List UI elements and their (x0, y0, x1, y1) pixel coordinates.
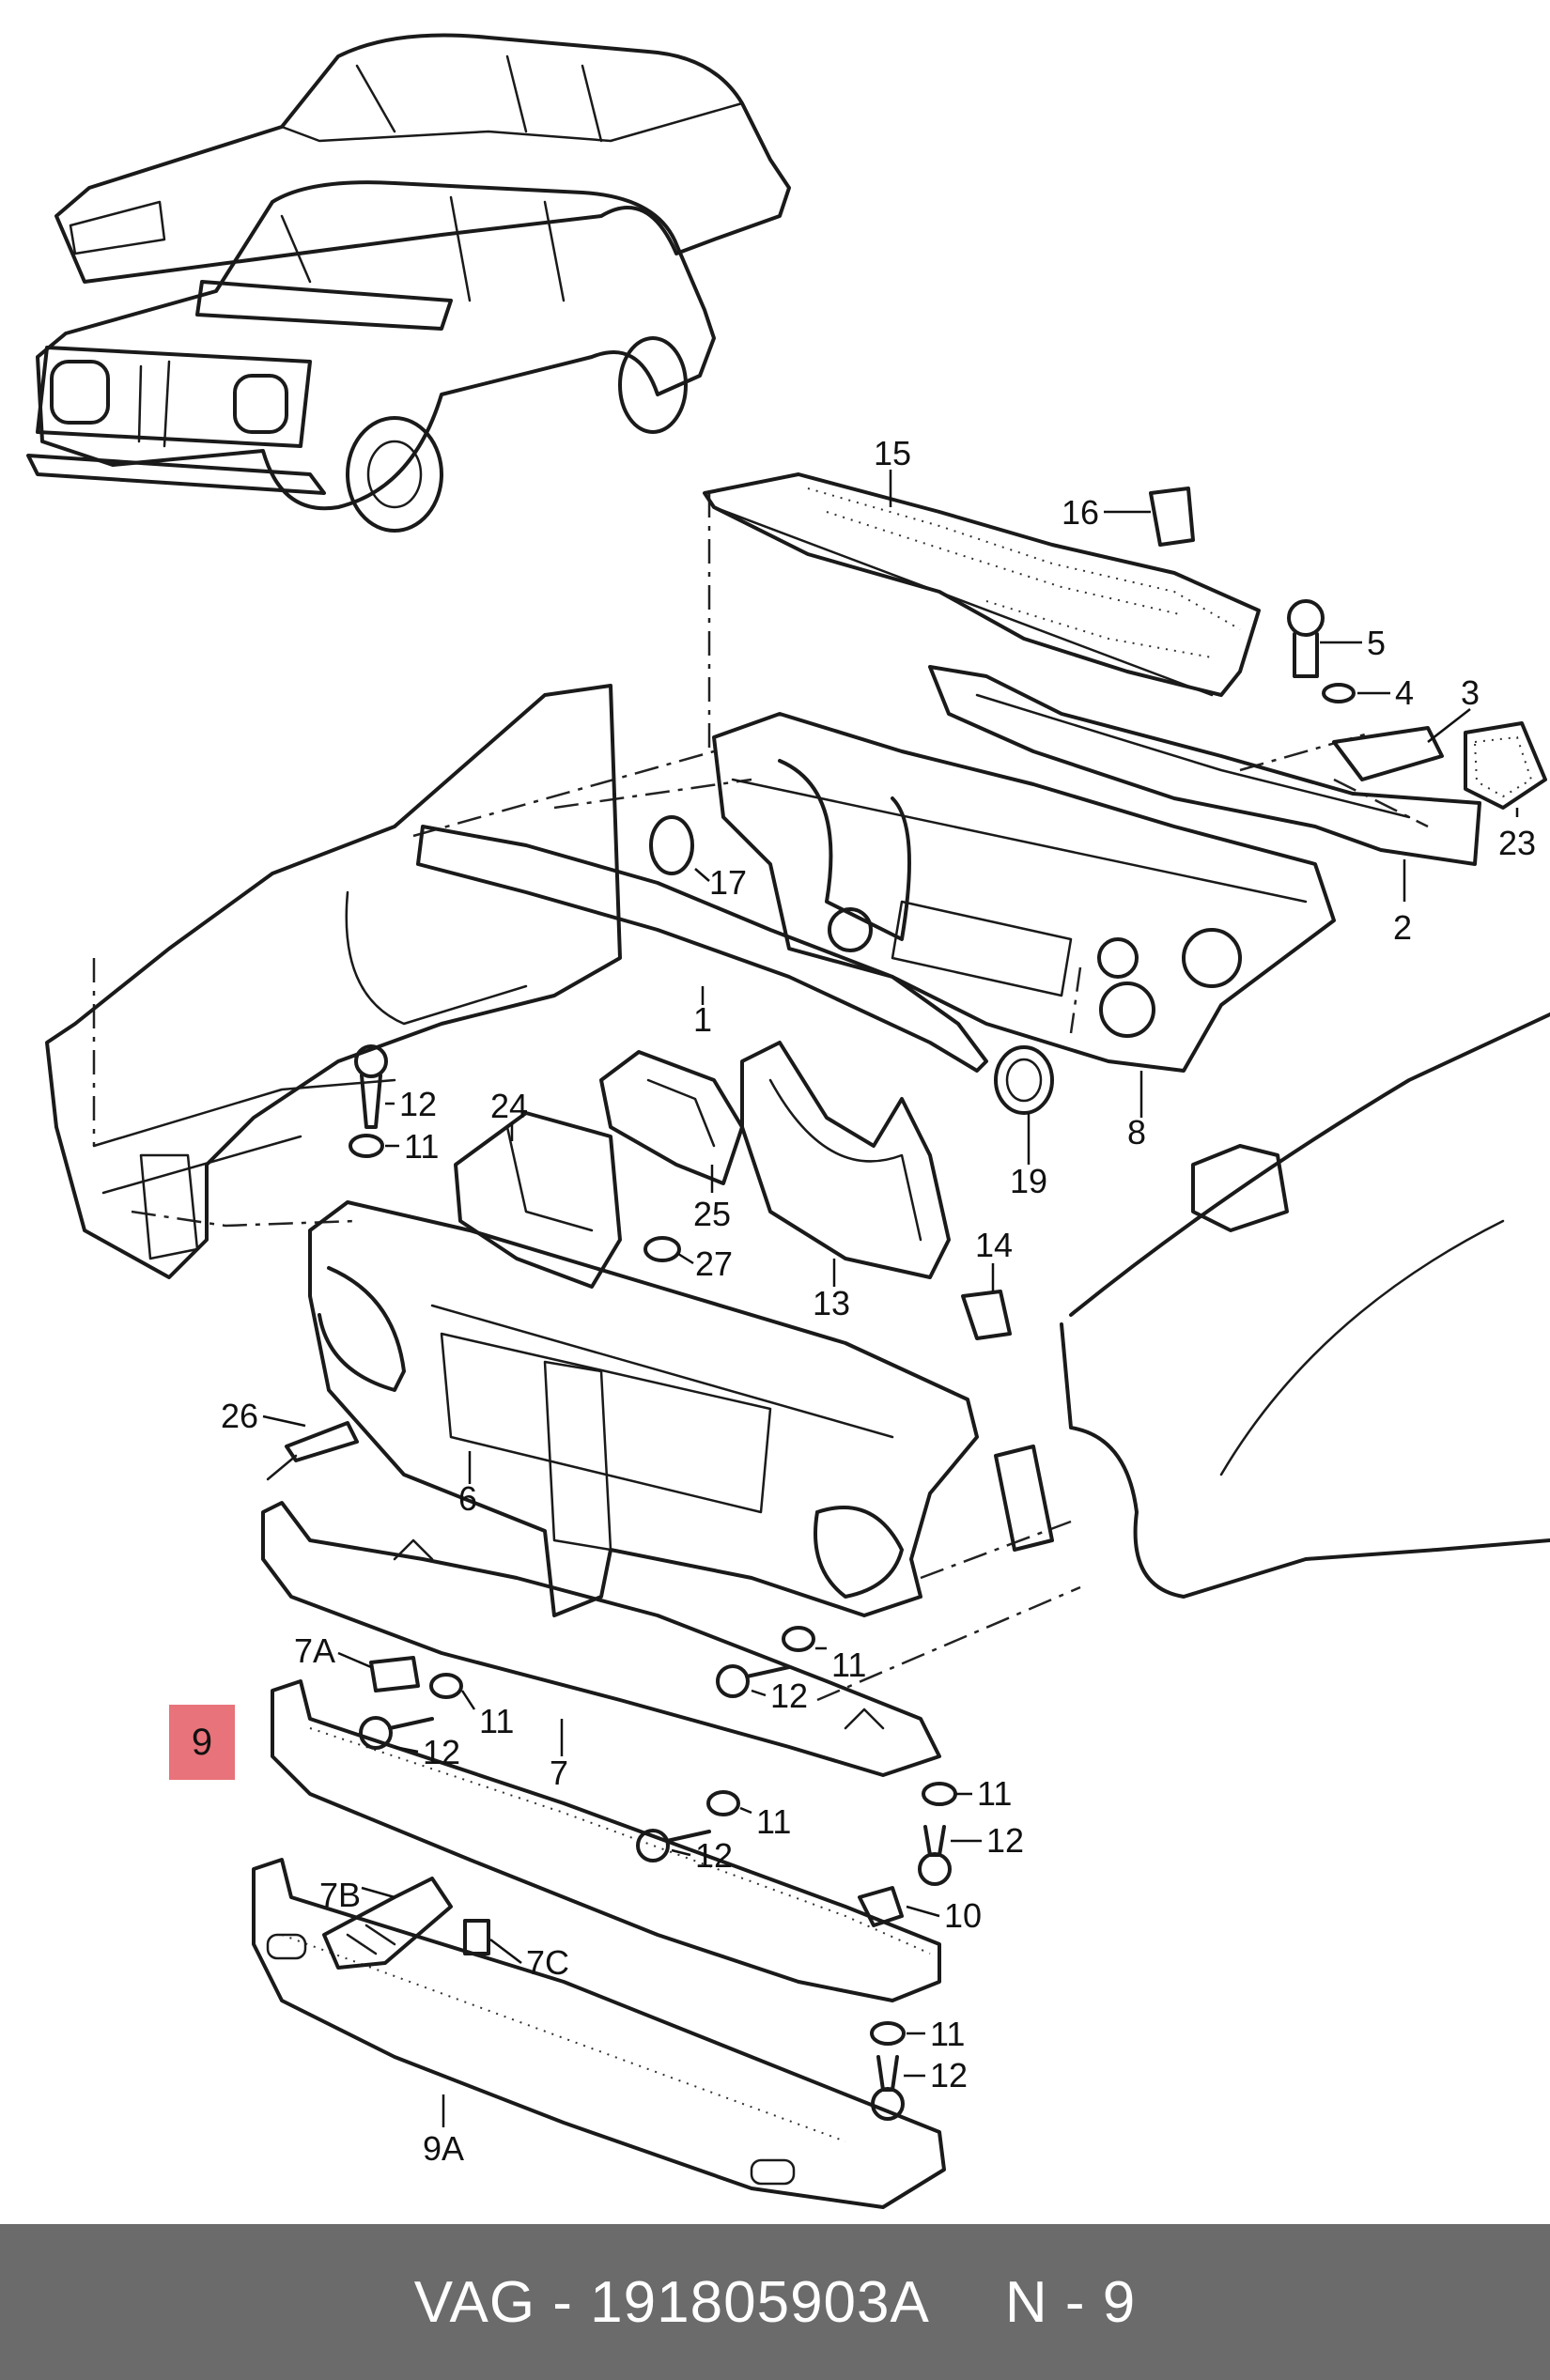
callout-11-mid: 11 (831, 1646, 866, 1684)
car-illustration-sedan (54, 33, 791, 284)
fastener-washer-11b (429, 1673, 463, 1699)
part-2-cross-member (928, 665, 1481, 866)
callout-3: 3 (1461, 673, 1480, 712)
part-25-bracket (599, 1050, 744, 1185)
callout-27: 27 (695, 1244, 733, 1283)
fastener-screw-12d (918, 1825, 952, 1886)
callout-11-bottom: 11 (930, 2015, 965, 2053)
callout-25: 25 (693, 1195, 731, 1233)
callout-11-upper: 11 (404, 1127, 439, 1166)
callout-1: 1 (693, 1000, 712, 1039)
parts-diagram: 15 16 5 4 3 23 2 17 1 8 19 12 11 24 25 2… (26, 33, 1550, 2209)
fastener-washer-11a (349, 1134, 384, 1158)
part-15-plenum-panel (703, 472, 1261, 697)
part-3-bracket (1332, 726, 1444, 781)
part-9A-bumper-cover (252, 1858, 946, 2209)
fastener-washer-11c (782, 1626, 815, 1652)
fastener-screw-12a (354, 1044, 388, 1129)
callout-9-highlighted: 9 (191, 1722, 213, 1763)
callout-12-mid: 12 (770, 1677, 808, 1715)
part-8-bulkhead (712, 712, 1336, 1073)
part-10-nut (858, 1886, 904, 1927)
part-5-bolt (1287, 599, 1325, 678)
part-7C-clip (463, 1919, 490, 1955)
callout-13: 13 (813, 1284, 850, 1322)
highlight-marker (169, 1705, 235, 1780)
callout-15: 15 (874, 434, 911, 472)
part-16-cap (1149, 487, 1195, 547)
part-27-washer (643, 1236, 681, 1262)
fastener-screw-12c (716, 1664, 791, 1698)
callout-12-left: 12 (423, 1733, 460, 1771)
part-7-lower-cross-member (261, 1501, 941, 1777)
callout-12-lower: 12 (695, 1836, 733, 1875)
part-4-washer (1322, 683, 1356, 703)
fastener-screw-12e (636, 1829, 711, 1862)
callout-7B: 7B (319, 1876, 361, 1914)
part-24-bracket (454, 1111, 622, 1289)
callout-12-upper: 12 (399, 1085, 437, 1123)
callout-5: 5 (1367, 624, 1386, 662)
part-13-air-guide (740, 1041, 951, 1279)
callout-9A: 9A (423, 2129, 464, 2168)
callout-16: 16 (1062, 493, 1099, 532)
callout-2: 2 (1393, 908, 1412, 947)
callout-14: 14 (975, 1226, 1013, 1264)
callout-24: 24 (490, 1087, 528, 1125)
position-label: N - 9 (1004, 2269, 1137, 2335)
part-6-radiator-support (308, 1200, 979, 1617)
callout-4: 4 (1395, 673, 1414, 712)
callout-11-7A: 11 (479, 1702, 514, 1740)
callout-11-lower: 11 (756, 1802, 791, 1841)
callout-7C: 7C (526, 1943, 569, 1982)
part-17-grommet (649, 815, 694, 875)
part-number: VAG - 191805903A (413, 2269, 930, 2335)
callout-10: 10 (944, 1896, 982, 1935)
wheel-housing-panel (45, 684, 622, 1279)
fastener-screw-12b (359, 1716, 434, 1750)
fastener-screw-12f (871, 2055, 905, 2121)
fastener-washer-11e (706, 1790, 740, 1816)
part-9-bumper (271, 1679, 941, 2002)
car-illustration-hatchback (26, 180, 716, 533)
callout-19: 19 (1010, 1162, 1047, 1200)
part-19-seal (994, 1045, 1054, 1115)
fastener-washer-11d (922, 1782, 957, 1806)
callout-7: 7 (550, 1754, 568, 1792)
part-1-wing-brace (416, 825, 988, 1073)
part-7A-nut (369, 1656, 420, 1692)
callout-6: 6 (458, 1479, 477, 1518)
callout-23: 23 (1498, 824, 1536, 862)
part-14-clip (961, 1290, 1012, 1340)
fastener-washer-11f (870, 2021, 906, 2046)
callout-12-bottom: 12 (930, 2056, 968, 2094)
footer-text: VAG - 191805903A N - 9 (414, 2269, 1136, 2336)
callout-7A: 7A (294, 1631, 335, 1670)
front-fender (994, 1012, 1550, 1599)
callout-26: 26 (221, 1397, 258, 1435)
callout-11-right: 11 (977, 1774, 1012, 1813)
callout-12-right: 12 (986, 1821, 1024, 1860)
footer-bar: VAG - 191805903A N - 9 (0, 2224, 1550, 2380)
part-26-rivet (266, 1421, 359, 1481)
callout-8: 8 (1127, 1113, 1146, 1151)
callout-17: 17 (709, 863, 747, 902)
part-23-grommet (1464, 721, 1547, 810)
